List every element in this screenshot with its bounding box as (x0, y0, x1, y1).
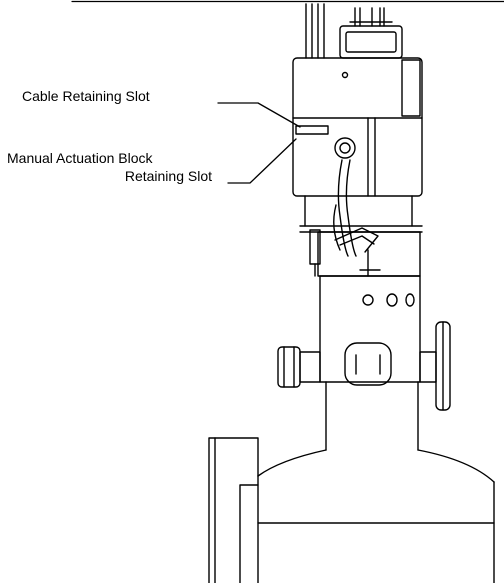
left-plate (208, 437, 259, 584)
top-rods (305, 3, 325, 59)
leader-cable-slot (217, 102, 301, 128)
cylinder (257, 449, 495, 584)
leader-manual-slot (227, 138, 297, 184)
top-connector (339, 7, 403, 59)
label-manual-actuation-line1: Manual Actuation Block (7, 150, 153, 166)
left-fitting (277, 346, 321, 388)
cable-retaining-slot (295, 125, 329, 135)
label-manual-actuation-line2: Retaining Slot (124, 168, 212, 184)
cable-loop (333, 159, 357, 257)
left-clip (309, 229, 321, 277)
actuator-block (292, 57, 423, 197)
valve-body (319, 275, 421, 386)
cylinder-neck (325, 381, 419, 451)
label-cable-retaining-slot: Cable Retaining Slot (22, 88, 150, 104)
leader-lines (217, 102, 301, 184)
mount-frame (299, 195, 423, 277)
manual-actuation-hole (334, 137, 356, 159)
right-gauge (419, 321, 451, 411)
